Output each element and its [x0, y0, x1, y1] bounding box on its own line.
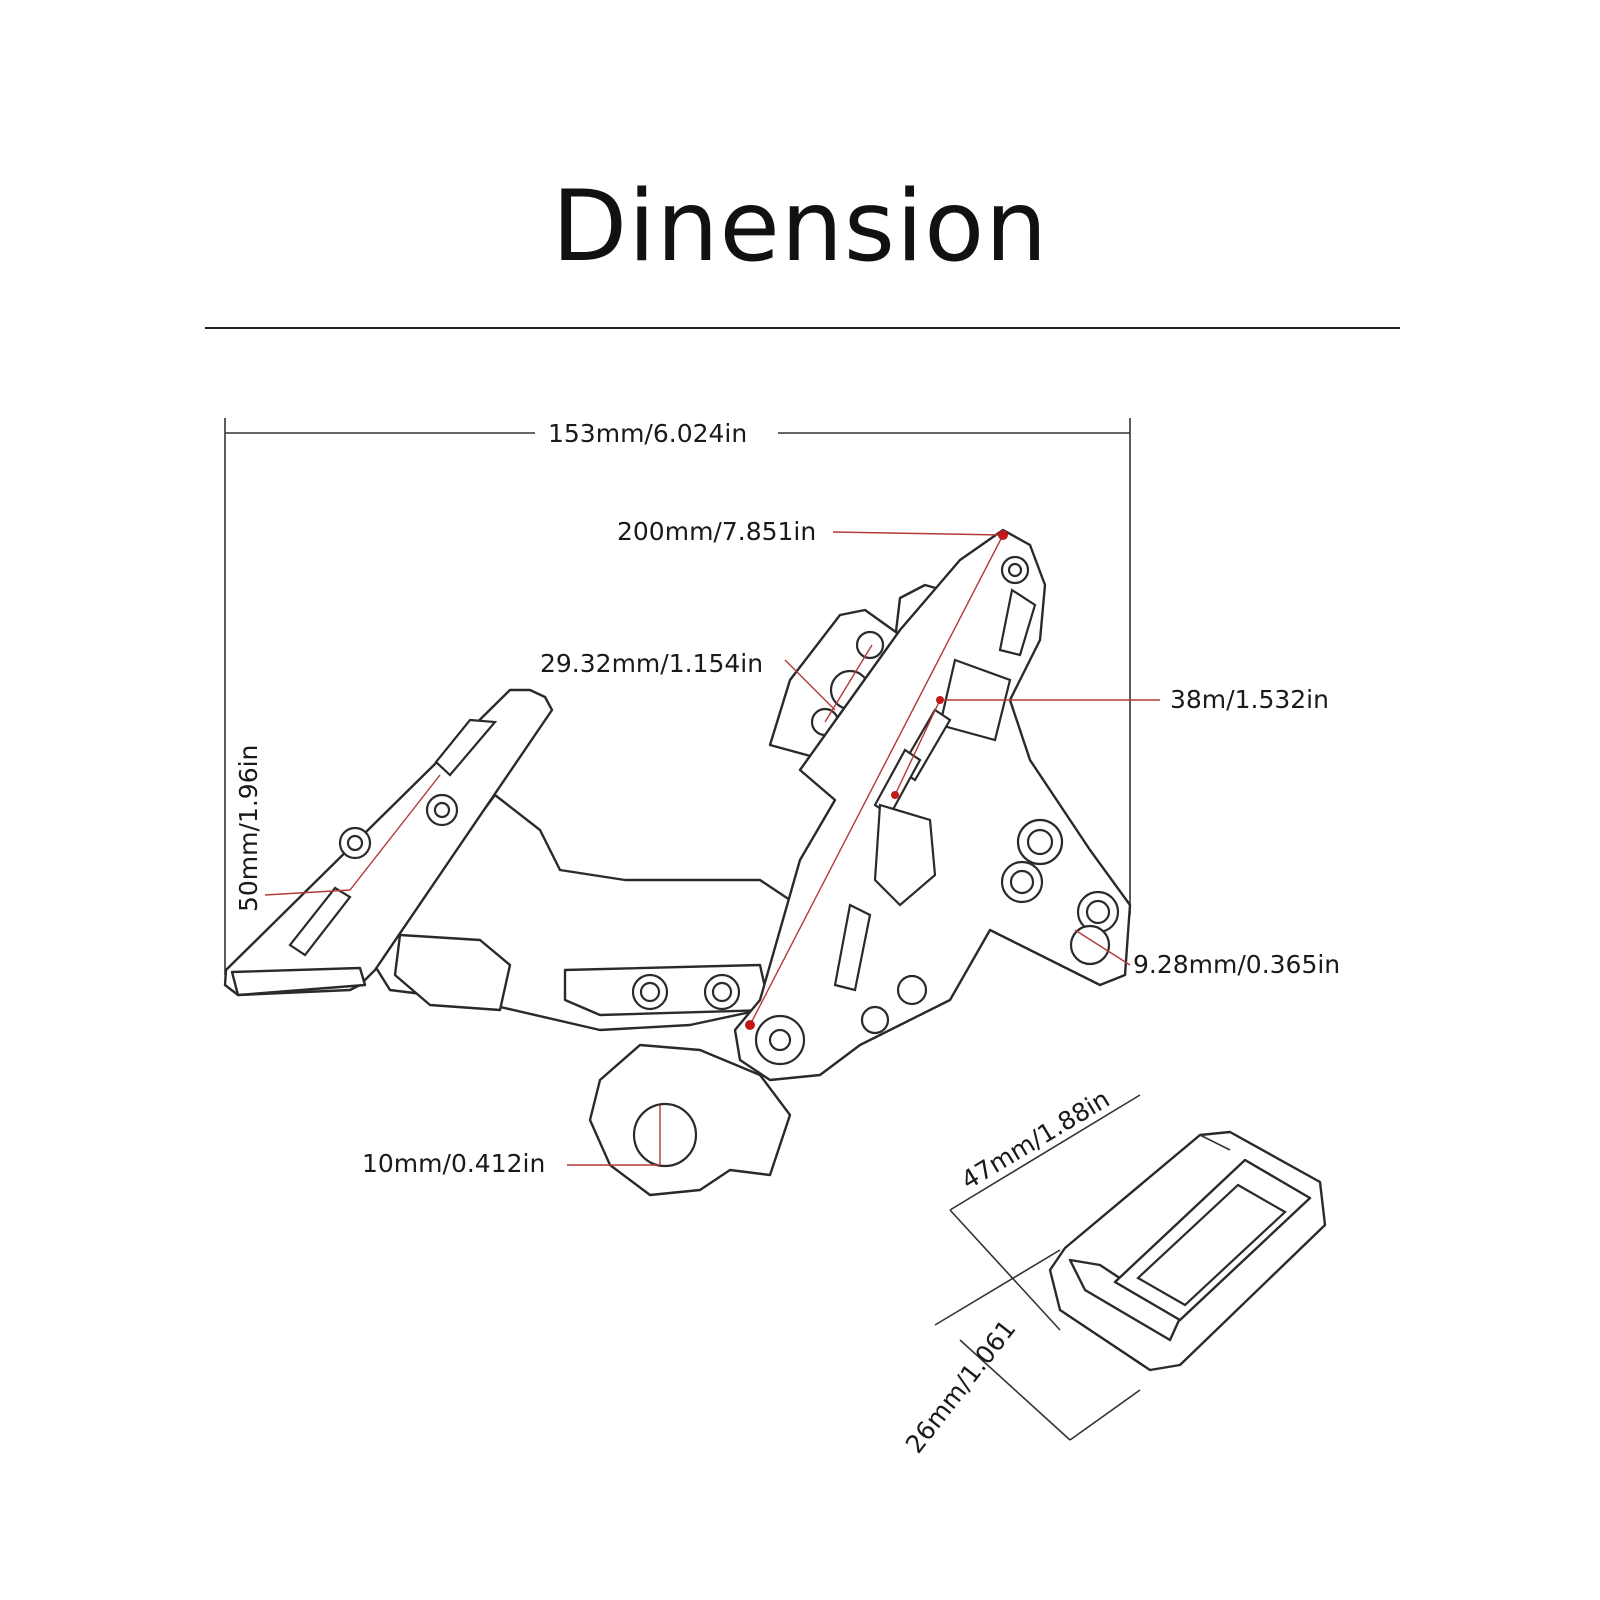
- slot-length-label: 38m/1.532in: [1170, 685, 1329, 714]
- reflector-length-label: 47mm/1.88in: [956, 1084, 1114, 1195]
- slot-end-marker: [891, 791, 899, 799]
- reflector-dimensions: [934, 1094, 1141, 1441]
- hole-spacing-label: 29.32mm/1.154in: [540, 649, 763, 678]
- length-end-marker: [745, 1020, 755, 1030]
- page-title: Dinension: [551, 170, 1049, 284]
- mount-hole-label: 9.28mm/0.365in: [1133, 950, 1340, 979]
- main-bracket: [733, 528, 1132, 1082]
- reflector-width-label: 26mm/1.061: [900, 1314, 1022, 1458]
- title-divider: [205, 327, 1400, 329]
- overall-width-label: 153mm/6.024in: [548, 419, 747, 448]
- clamp-mount: [588, 1043, 792, 1197]
- reflector: [1048, 1130, 1327, 1372]
- leader-lines: [264, 530, 1160, 1166]
- overall-width-dimension: [224, 418, 1131, 975]
- plate-height-label: 50mm/1.96in: [234, 745, 263, 912]
- plate-arm: [223, 688, 792, 1032]
- slot-start-marker: [936, 696, 944, 704]
- clamp-hole-label: 10mm/0.412in: [362, 1149, 545, 1178]
- length-start-marker: [998, 530, 1008, 540]
- diagonal-length-label: 200mm/7.851in: [617, 517, 816, 546]
